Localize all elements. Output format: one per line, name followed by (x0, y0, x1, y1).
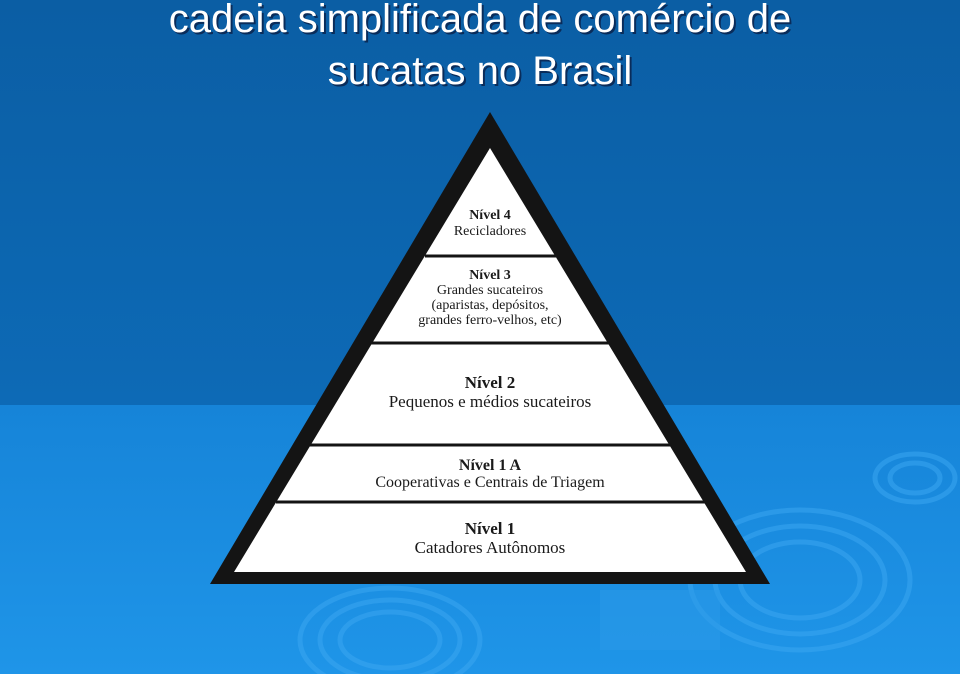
level-heading: Nível 3 (469, 268, 511, 283)
level-description: Grandes sucateiros (436, 283, 544, 298)
pyramid-level-1a: Nível 1 A Cooperativas e Centrais de Tri… (330, 457, 650, 491)
pyramid-body (234, 148, 746, 572)
level-description: grandes ferro-velhos, etc) (418, 313, 562, 328)
level-heading: Nível 4 (469, 208, 511, 223)
level-heading: Nível 1 A (458, 457, 522, 474)
pyramid-level-4: Nível 4 Recicladores (440, 208, 540, 240)
level-description: Recicladores (453, 224, 527, 239)
level-description: Cooperativas e Centrais de Triagem (375, 474, 605, 491)
level-description: (aparistas, depósitos, (431, 298, 549, 313)
pyramid-level-2: Nível 2 Pequenos e médios sucateiros (340, 373, 640, 411)
level-heading: Nível 2 (464, 373, 516, 392)
ripple-decoration (297, 451, 958, 674)
level-heading: Nível 1 (464, 519, 516, 538)
level-description: Catadores Autônomos (414, 538, 566, 557)
level-description: Pequenos e médios sucateiros (388, 392, 592, 411)
slide-title-line-1: cadeia simplificada de comércio de (168, 0, 792, 41)
pyramid-level-1: Nível 1 Catadores Autônomos (340, 519, 640, 557)
slide-title-line-2: sucatas no Brasil (327, 49, 633, 93)
pyramid-level-3: Nível 3 Grandes sucateiros (aparistas, d… (380, 268, 600, 328)
